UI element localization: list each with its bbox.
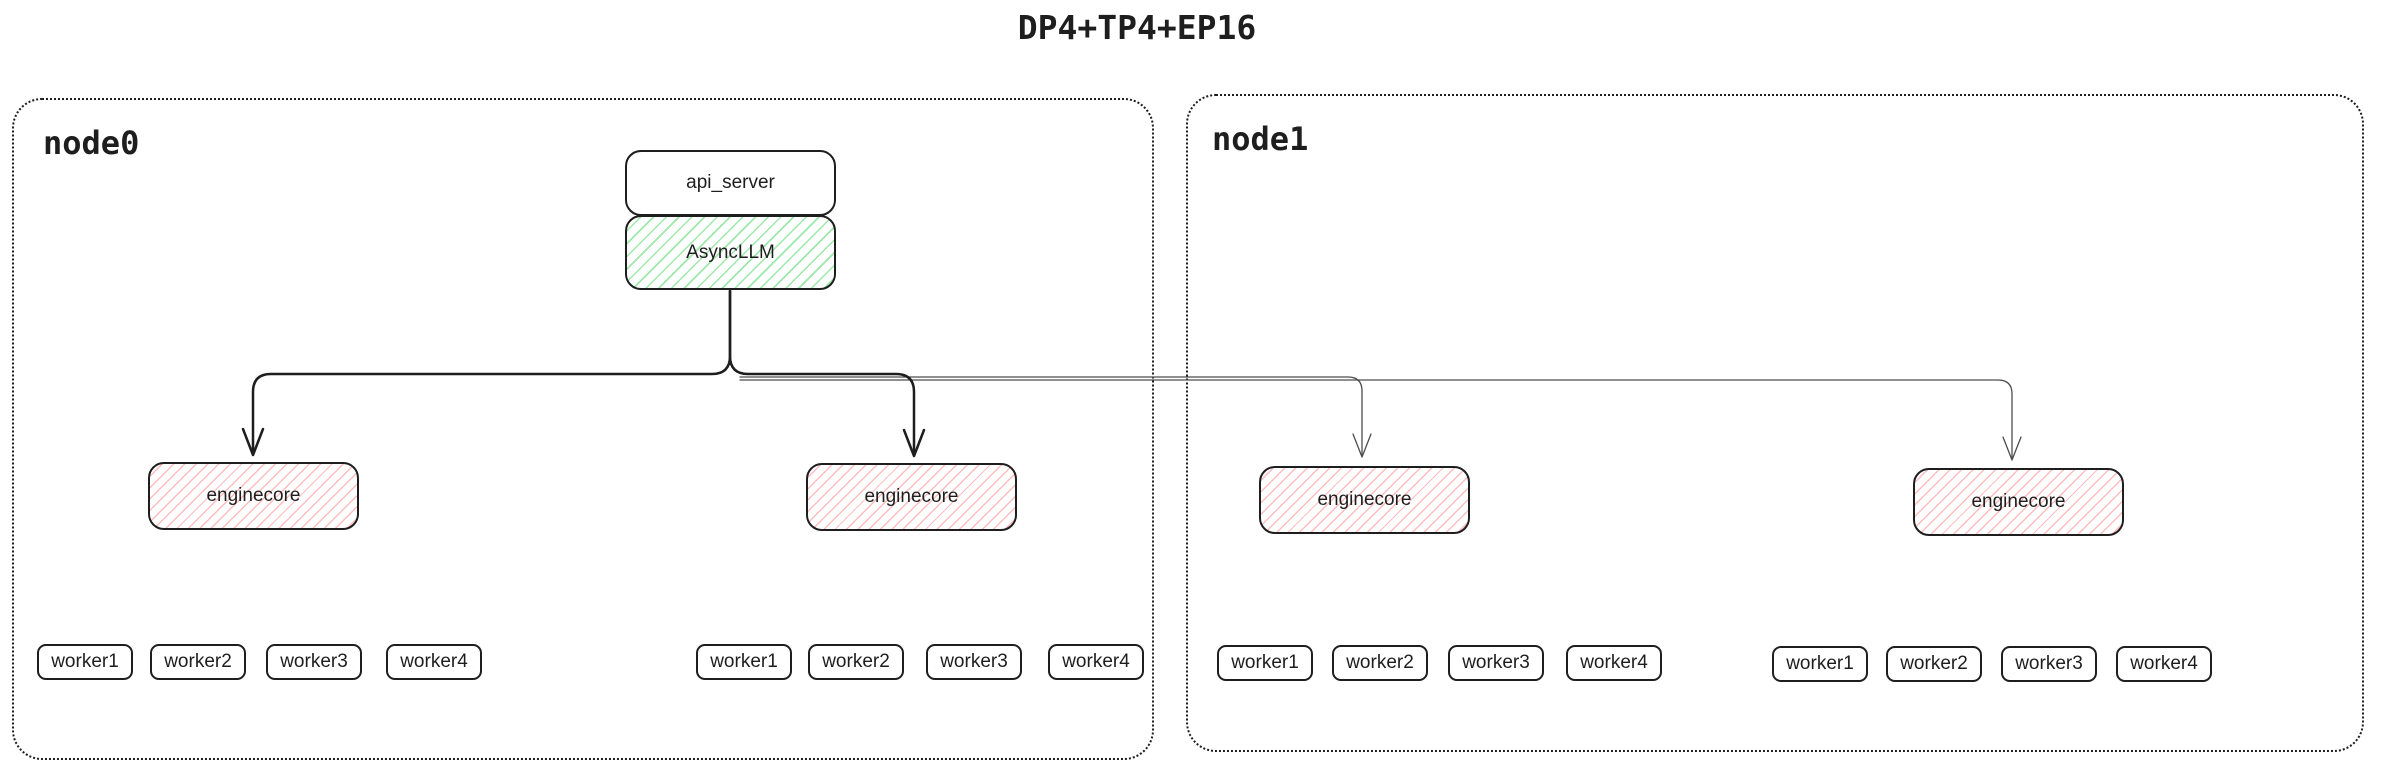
arrow-asyncllm-to-enginecore2: [728, 289, 916, 455]
arrow-head-enginecore1: [241, 427, 265, 457]
worker-box: worker2: [150, 644, 246, 680]
worker-box: worker1: [696, 644, 792, 680]
diagram-title: DP4+TP4+EP16: [1017, 8, 1257, 47]
enginecore-box-2: enginecore: [806, 463, 1017, 531]
worker-box: worker1: [37, 644, 133, 680]
worker-box: worker1: [1217, 645, 1313, 681]
worker-box: worker4: [386, 644, 482, 680]
worker-box: worker2: [1332, 645, 1428, 681]
worker-box: worker4: [2116, 646, 2212, 682]
worker-box: worker4: [1048, 644, 1144, 680]
arrow-head-enginecore2: [902, 428, 926, 458]
enginecore-box-3: enginecore: [1259, 466, 1470, 534]
arrow-asyncllm-to-enginecore4: [739, 379, 2013, 459]
worker-box: worker3: [2001, 646, 2097, 682]
worker-box: worker4: [1566, 645, 1662, 681]
worker-box: worker3: [926, 644, 1022, 680]
node0-container: [12, 98, 1154, 760]
worker-box: worker3: [1448, 645, 1544, 681]
arrow-head-enginecore3: [1352, 433, 1372, 458]
worker-box: worker2: [1886, 646, 1982, 682]
node1-label: node1: [1212, 120, 1309, 158]
enginecore-box-4: enginecore: [1913, 468, 2124, 536]
arrow-head-enginecore4: [2002, 436, 2022, 461]
enginecore-box-1: enginecore: [148, 462, 359, 530]
worker-box: worker1: [1772, 646, 1868, 682]
async-llm-box: AsyncLLM: [625, 215, 836, 290]
worker-box: worker2: [808, 644, 904, 680]
arrow-asyncllm-to-enginecore3: [739, 376, 1363, 456]
arrow-asyncllm-to-enginecore1: [251, 289, 732, 454]
api-server-box: api_server: [625, 150, 836, 216]
node0-label: node0: [43, 124, 140, 162]
worker-box: worker3: [266, 644, 362, 680]
node1-container: [1186, 94, 2364, 752]
